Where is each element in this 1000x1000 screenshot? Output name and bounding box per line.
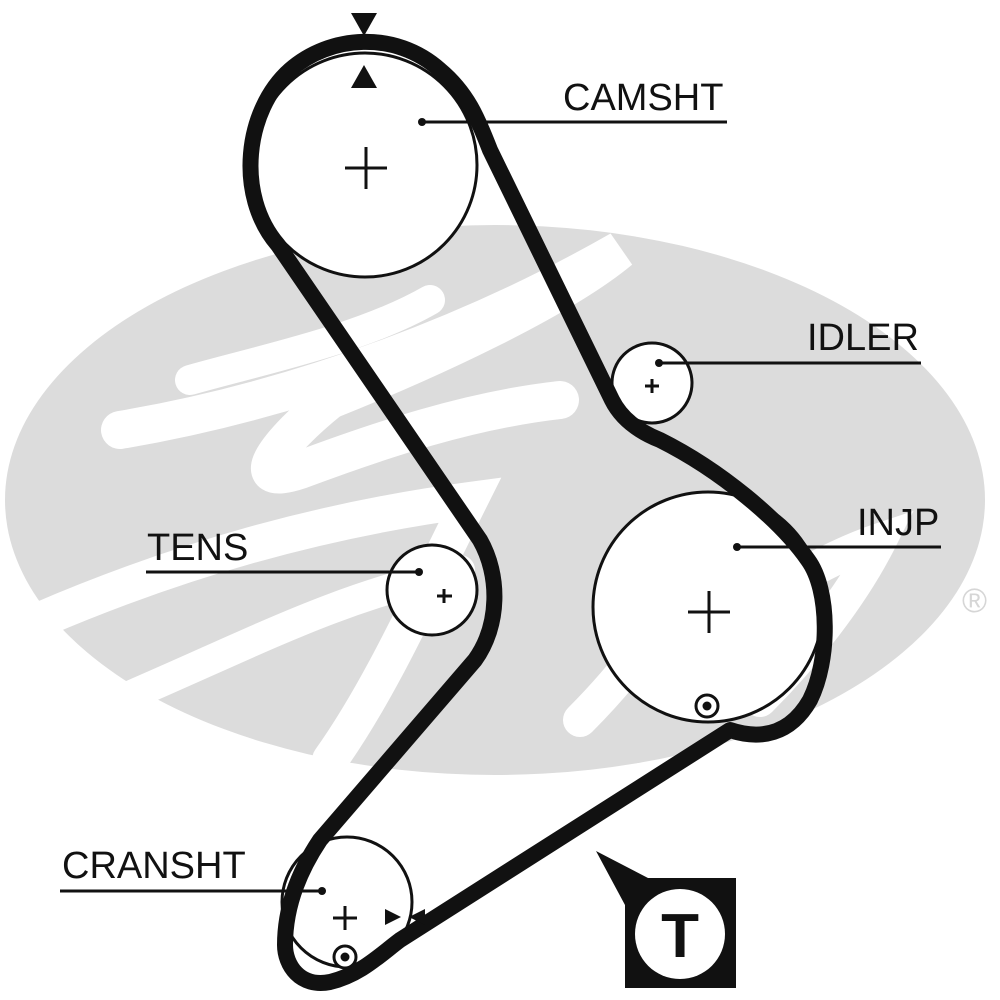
label-injp: INJP bbox=[857, 502, 939, 544]
leader-cransht bbox=[60, 887, 326, 895]
timing-mark-icon bbox=[332, 944, 358, 970]
watermark-script-stroke bbox=[175, 285, 445, 395]
center-cross-icon bbox=[688, 591, 730, 633]
label-camsht: CAMSHT bbox=[563, 77, 723, 119]
watermark-script-stroke bbox=[101, 233, 633, 494]
gates-watermark: ® bbox=[5, 225, 987, 778]
leader-camsht bbox=[418, 118, 727, 126]
registered-mark: ® bbox=[962, 582, 987, 620]
pulley-injp[interactable] bbox=[591, 490, 825, 724]
center-cross-icon bbox=[437, 589, 452, 603]
center-cross-icon bbox=[645, 379, 659, 393]
label-cransht: CRANSHT bbox=[62, 845, 246, 887]
cransht-timing-arrows-icon bbox=[385, 909, 425, 925]
center-cross-icon bbox=[333, 906, 357, 930]
pulley-tens-outline bbox=[385, 543, 479, 637]
label-idler: IDLER bbox=[807, 317, 919, 359]
leader-tens bbox=[146, 568, 423, 576]
label-tens: TENS bbox=[147, 527, 248, 569]
pulley-tens[interactable] bbox=[385, 543, 479, 637]
pulley-camsht[interactable] bbox=[251, 51, 479, 279]
timing-belt bbox=[242, 33, 833, 991]
leader-idler bbox=[655, 359, 921, 367]
timing-badge: T bbox=[596, 851, 736, 988]
timing-badge-letter: T bbox=[661, 902, 699, 971]
center-cross-icon bbox=[345, 147, 387, 189]
pulley-cransht[interactable] bbox=[280, 835, 414, 970]
timing-mark-icon bbox=[694, 693, 720, 719]
camsht-timing-arrows-icon bbox=[351, 13, 377, 88]
leader-injp bbox=[733, 543, 941, 551]
